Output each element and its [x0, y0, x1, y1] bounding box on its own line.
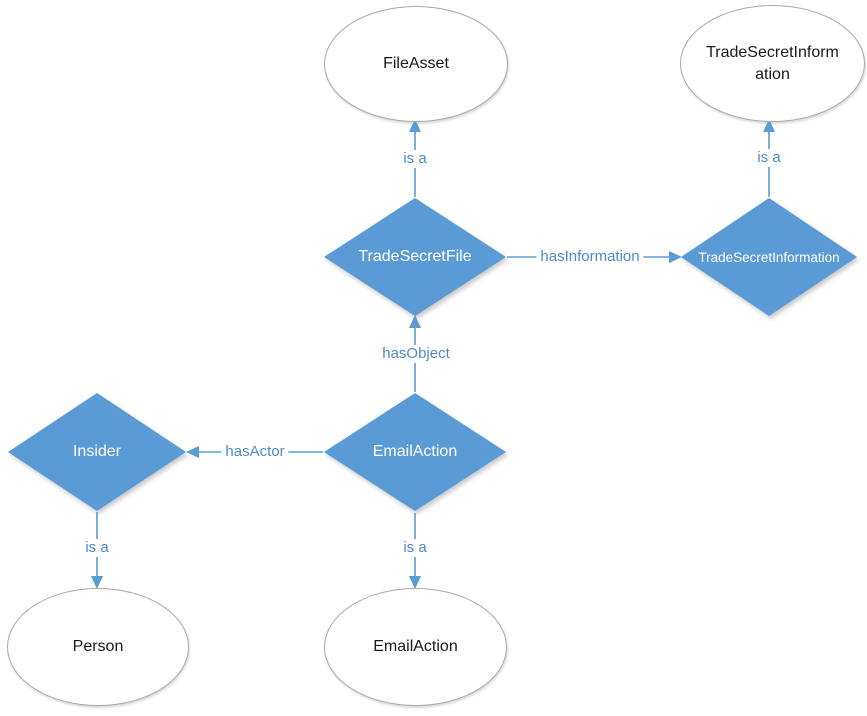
class-node-label: Person [72, 638, 124, 656]
class-node-label: EmailAction [373, 638, 458, 656]
class-node-fileasset[interactable]: FileAsset [324, 6, 508, 122]
instance-node-tradesecretinformation[interactable]: TradeSecretInformation [681, 198, 857, 316]
class-node-person[interactable]: Person [7, 588, 189, 706]
edge-label-isa-emailaction: is a [399, 539, 431, 557]
diamond-shape: TradeSecretFile [324, 198, 506, 316]
class-node-label: FileAsset [383, 55, 449, 73]
instance-node-insider[interactable]: Insider [8, 393, 186, 511]
diamond-shape: Insider [8, 393, 186, 511]
arrowhead-down-icon [409, 576, 421, 589]
arrowhead-down-icon [91, 576, 103, 589]
instance-node-label: Insider [72, 443, 122, 460]
instance-node-label: EmailAction [372, 443, 458, 460]
class-node-tradesecretinformation[interactable]: TradeSecretInformation [680, 5, 865, 122]
arrowhead-up-icon [409, 315, 421, 328]
diamond-shape: TradeSecretInformation [681, 198, 857, 316]
edge-label-hasobject: hasObject [378, 345, 454, 363]
class-node-label: TradeSecretInformation [706, 43, 839, 83]
arrowhead-right-icon [669, 251, 682, 263]
edge-label-hasactor: hasActor [221, 443, 289, 461]
instance-node-tradesecretfile[interactable]: TradeSecretFile [324, 198, 506, 316]
edge-label-isa-tradesecretinformation: is a [753, 149, 785, 167]
edge-label-isa-tradesecretfile: is a [399, 150, 431, 168]
edge-label-isa-insider: is a [81, 539, 113, 557]
instance-node-label: TradeSecretFile [358, 248, 472, 265]
arrowhead-up-icon [763, 119, 775, 132]
arrowhead-up-icon [409, 119, 421, 132]
edge-label-hasinformation: hasInformation [536, 248, 644, 266]
instance-node-label: TradeSecretInformation [698, 249, 840, 265]
instance-node-emailaction[interactable]: EmailAction [324, 393, 506, 511]
arrowhead-left-icon [186, 446, 199, 458]
class-node-emailaction[interactable]: EmailAction [324, 588, 507, 706]
diamond-shape: EmailAction [324, 393, 506, 511]
